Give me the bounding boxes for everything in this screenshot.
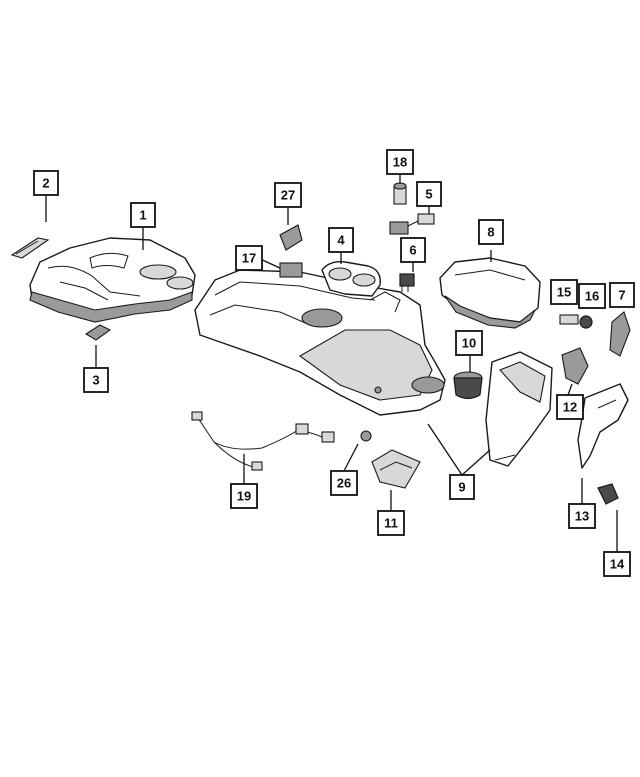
part-14-switch <box>597 483 619 505</box>
callout-18-label: 18 <box>393 155 407 170</box>
part-9-console-body <box>194 269 446 416</box>
part-1-console-bezel <box>29 237 196 323</box>
callout-14-label: 14 <box>610 557 625 572</box>
callout-12-label: 12 <box>563 400 577 415</box>
callout-13: 13 <box>568 503 596 529</box>
callout-15: 15 <box>550 279 578 305</box>
leader-lines <box>45 175 618 552</box>
callout-15-label: 15 <box>557 285 571 300</box>
part-26-screw <box>360 430 372 442</box>
part-16-plug <box>579 315 593 329</box>
callout-5: 5 <box>416 181 442 207</box>
callout-19-label: 19 <box>237 489 251 504</box>
callout-10-label: 10 <box>462 336 476 351</box>
part-15-plug <box>559 314 579 325</box>
part-13-side-trim <box>577 383 629 469</box>
part-17-bracket <box>279 262 303 278</box>
callout-7-label: 7 <box>618 288 625 303</box>
part-6-connector <box>399 273 415 292</box>
callout-2-label: 2 <box>42 176 49 191</box>
callout-13-label: 13 <box>575 509 589 524</box>
callout-8: 8 <box>478 219 504 245</box>
callout-17: 17 <box>235 245 263 271</box>
callout-1-label: 1 <box>139 208 146 223</box>
callout-26-label: 26 <box>337 476 351 491</box>
part-4-cupholder <box>321 260 381 297</box>
part-18-plug <box>393 182 407 205</box>
callout-12: 12 <box>556 394 584 420</box>
callout-17-label: 17 <box>242 251 256 266</box>
callout-11: 11 <box>377 510 405 536</box>
callout-7: 7 <box>609 282 635 308</box>
callout-4-label: 4 <box>337 233 345 248</box>
callout-11-label: 11 <box>384 516 398 531</box>
callout-2: 2 <box>33 170 59 196</box>
callout-6: 6 <box>400 237 426 263</box>
callout-27-label: 27 <box>281 188 295 203</box>
callout-6-label: 6 <box>409 243 416 258</box>
callout-5-label: 5 <box>425 187 432 202</box>
callout-10: 10 <box>455 330 483 356</box>
callout-26: 26 <box>330 470 358 496</box>
callout-1: 1 <box>130 202 156 228</box>
callout-9: 9 <box>449 474 475 500</box>
callout-3-label: 3 <box>92 373 99 388</box>
callout-18: 18 <box>386 149 414 175</box>
callout-9-label: 9 <box>458 480 465 495</box>
part-27-clip <box>279 224 303 251</box>
part-3-clip <box>84 324 112 341</box>
part-12-bracket <box>561 347 589 385</box>
callout-8-label: 8 <box>487 225 494 240</box>
callout-16-label: 16 <box>585 289 599 304</box>
callout-27: 27 <box>274 182 302 208</box>
callout-16: 16 <box>578 283 606 309</box>
part-5-switch <box>389 213 435 235</box>
part-11-storage-tray <box>371 449 421 489</box>
part-10-cup-sleeve <box>453 371 483 400</box>
part-19-wiring-harness <box>191 411 335 471</box>
part-2-trim-strip <box>10 237 50 259</box>
part-9-rear-bin <box>485 351 553 467</box>
callout-4: 4 <box>328 227 354 253</box>
callout-14: 14 <box>603 551 631 577</box>
part-7-trim-bracket <box>609 311 631 357</box>
callout-3: 3 <box>83 367 109 393</box>
callout-19: 19 <box>230 483 258 509</box>
part-8-armrest-lid <box>439 257 541 329</box>
